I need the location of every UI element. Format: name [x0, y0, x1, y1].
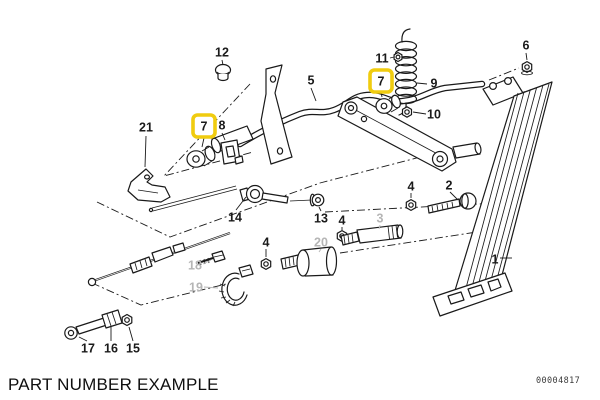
part-label-14[interactable]: 14 [228, 210, 242, 224]
part-label-6[interactable]: 6 [523, 38, 530, 52]
svg-text:20: 20 [314, 235, 328, 249]
part-label-4c[interactable]: 4 [408, 179, 415, 193]
diagram-artwork [64, 28, 553, 340]
svg-text:21: 21 [139, 120, 153, 134]
svg-text:19: 19 [189, 280, 203, 294]
part-label-13[interactable]: 13 [314, 211, 328, 225]
highlight-box-7a [191, 113, 217, 139]
part-label-4a[interactable]: 4 [263, 235, 270, 249]
label-leader-lines [78, 52, 528, 342]
part-label-3[interactable]: 3 [377, 211, 384, 225]
part-14-cable-drawing [148, 184, 313, 213]
svg-text:17: 17 [81, 341, 95, 355]
lever-arm-drawing [337, 96, 482, 172]
part-4-nut-left-drawing [260, 258, 272, 270]
part-1-pedal-drawing [432, 76, 553, 317]
svg-text:3: 3 [377, 211, 384, 225]
svg-text:15: 15 [126, 341, 140, 355]
svg-text:4: 4 [408, 179, 415, 193]
part-10-nut-drawing [401, 106, 413, 118]
svg-text:9: 9 [431, 76, 438, 90]
part-label-15[interactable]: 15 [126, 341, 140, 355]
svg-text:1: 1 [492, 252, 499, 266]
svg-text:7: 7 [378, 74, 385, 88]
part-3-switch-drawing [340, 224, 404, 246]
part-4-nut-right-drawing [405, 199, 417, 211]
part-label-10[interactable]: 10 [427, 107, 441, 121]
part-label-1[interactable]: 1 [492, 252, 499, 266]
svg-text:2: 2 [446, 178, 453, 192]
part-label-4b[interactable]: 4 [339, 213, 346, 227]
part-8-clip-drawing [220, 139, 244, 165]
part-label-5[interactable]: 5 [308, 73, 315, 87]
svg-text:16: 16 [104, 341, 118, 355]
part-20-cylinder-drawing [280, 246, 338, 277]
svg-text:11: 11 [375, 51, 388, 65]
part-21-bracket-drawing [127, 168, 171, 203]
part-12-cap-drawing [214, 63, 232, 82]
caption-text: PART NUMBER EXAMPLE [8, 375, 219, 394]
part-15-nut-drawing [121, 313, 133, 327]
part-label-8[interactable]: 8 [219, 118, 226, 132]
lower-cable-drawing [87, 232, 231, 287]
part-label-2[interactable]: 2 [446, 178, 453, 192]
part-18-screw-drawing [197, 250, 226, 266]
part-label-11[interactable]: 11 [375, 51, 388, 65]
part-label-9[interactable]: 9 [431, 76, 438, 90]
part-label-7a[interactable]: 7 [191, 113, 217, 139]
part-19-clamp-drawing [218, 264, 254, 307]
svg-text:12: 12 [215, 45, 229, 59]
part-16-barrel-drawing [101, 309, 123, 329]
part-label-12[interactable]: 12 [215, 45, 229, 59]
part-label-19[interactable]: 19 [189, 280, 203, 294]
part-11-nut-drawing [393, 51, 403, 63]
svg-text:4: 4 [339, 213, 346, 227]
part-label-17[interactable]: 17 [81, 341, 95, 355]
svg-text:18: 18 [188, 258, 202, 272]
part-label-21[interactable]: 21 [139, 120, 153, 134]
part-6-nut-drawing [521, 60, 533, 76]
svg-text:6: 6 [523, 38, 530, 52]
part-7-grommet-left-drawing [186, 145, 216, 168]
svg-text:8: 8 [219, 118, 226, 132]
part-2-screw-drawing [427, 192, 477, 214]
document-number: 00004817 [536, 376, 581, 386]
highlight-box-7b [368, 68, 394, 94]
upper-bracket-drawing [260, 64, 293, 165]
svg-text:5: 5 [308, 73, 315, 87]
svg-text:14: 14 [228, 210, 242, 224]
svg-text:4: 4 [263, 235, 270, 249]
part-13-grommet-drawing [309, 193, 325, 207]
part-label-16[interactable]: 16 [104, 341, 118, 355]
svg-text:13: 13 [314, 211, 328, 225]
svg-text:7: 7 [201, 119, 208, 133]
part-label-18[interactable]: 18 [188, 258, 202, 272]
part-label-7b[interactable]: 7 [368, 68, 394, 94]
part-9-spring-drawing [394, 28, 418, 116]
part-label-20[interactable]: 20 [314, 235, 328, 249]
svg-text:10: 10 [427, 107, 441, 121]
part-7-grommet-right-drawing [375, 94, 401, 114]
